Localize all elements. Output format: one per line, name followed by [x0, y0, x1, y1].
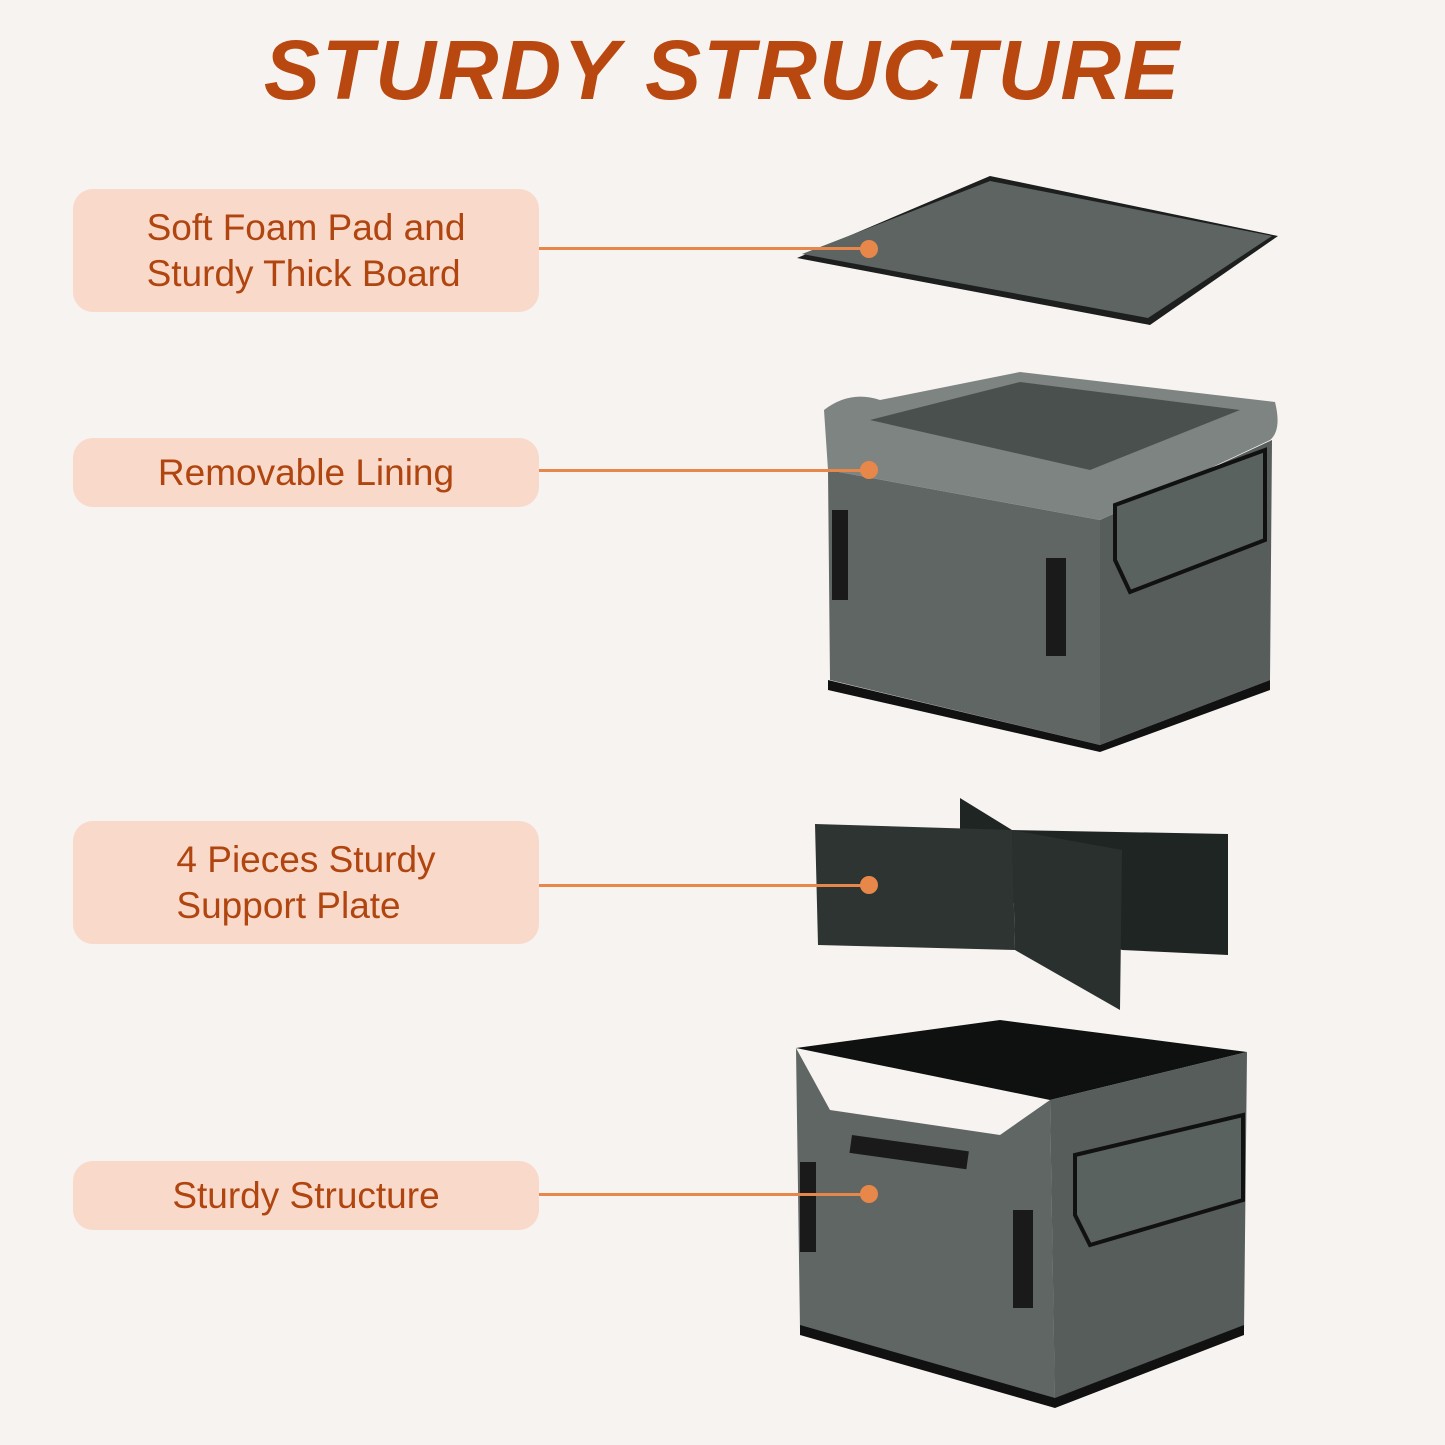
page-title: STURDY STRUCTURE — [263, 23, 1182, 117]
callout-text: 4 Pieces Sturdy — [176, 838, 436, 880]
connector-line — [539, 247, 869, 250]
callout-text: Removable Lining — [157, 451, 455, 493]
connector-dot — [860, 876, 878, 894]
connector-dot — [860, 1185, 878, 1203]
callout-text: Sturdy Structure — [172, 1174, 440, 1216]
support-plates-image — [815, 798, 1228, 1010]
lining-box-image — [824, 372, 1278, 752]
connector-dot — [860, 461, 878, 479]
callout-text: Sturdy Thick Board — [146, 252, 461, 294]
connector-line — [539, 469, 869, 472]
connector-line — [539, 1193, 869, 1196]
structure-box-image — [796, 1020, 1247, 1408]
connector-dot — [860, 240, 878, 258]
foam-pad-image — [797, 176, 1278, 325]
callout-sturdy-structure: Sturdy Structure — [73, 1161, 539, 1230]
connector-line — [539, 884, 869, 887]
callout-text: Support Plate — [176, 884, 401, 926]
callout-removable-lining: Removable Lining — [73, 438, 539, 507]
callout-text: Soft Foam Pad and — [146, 206, 466, 248]
